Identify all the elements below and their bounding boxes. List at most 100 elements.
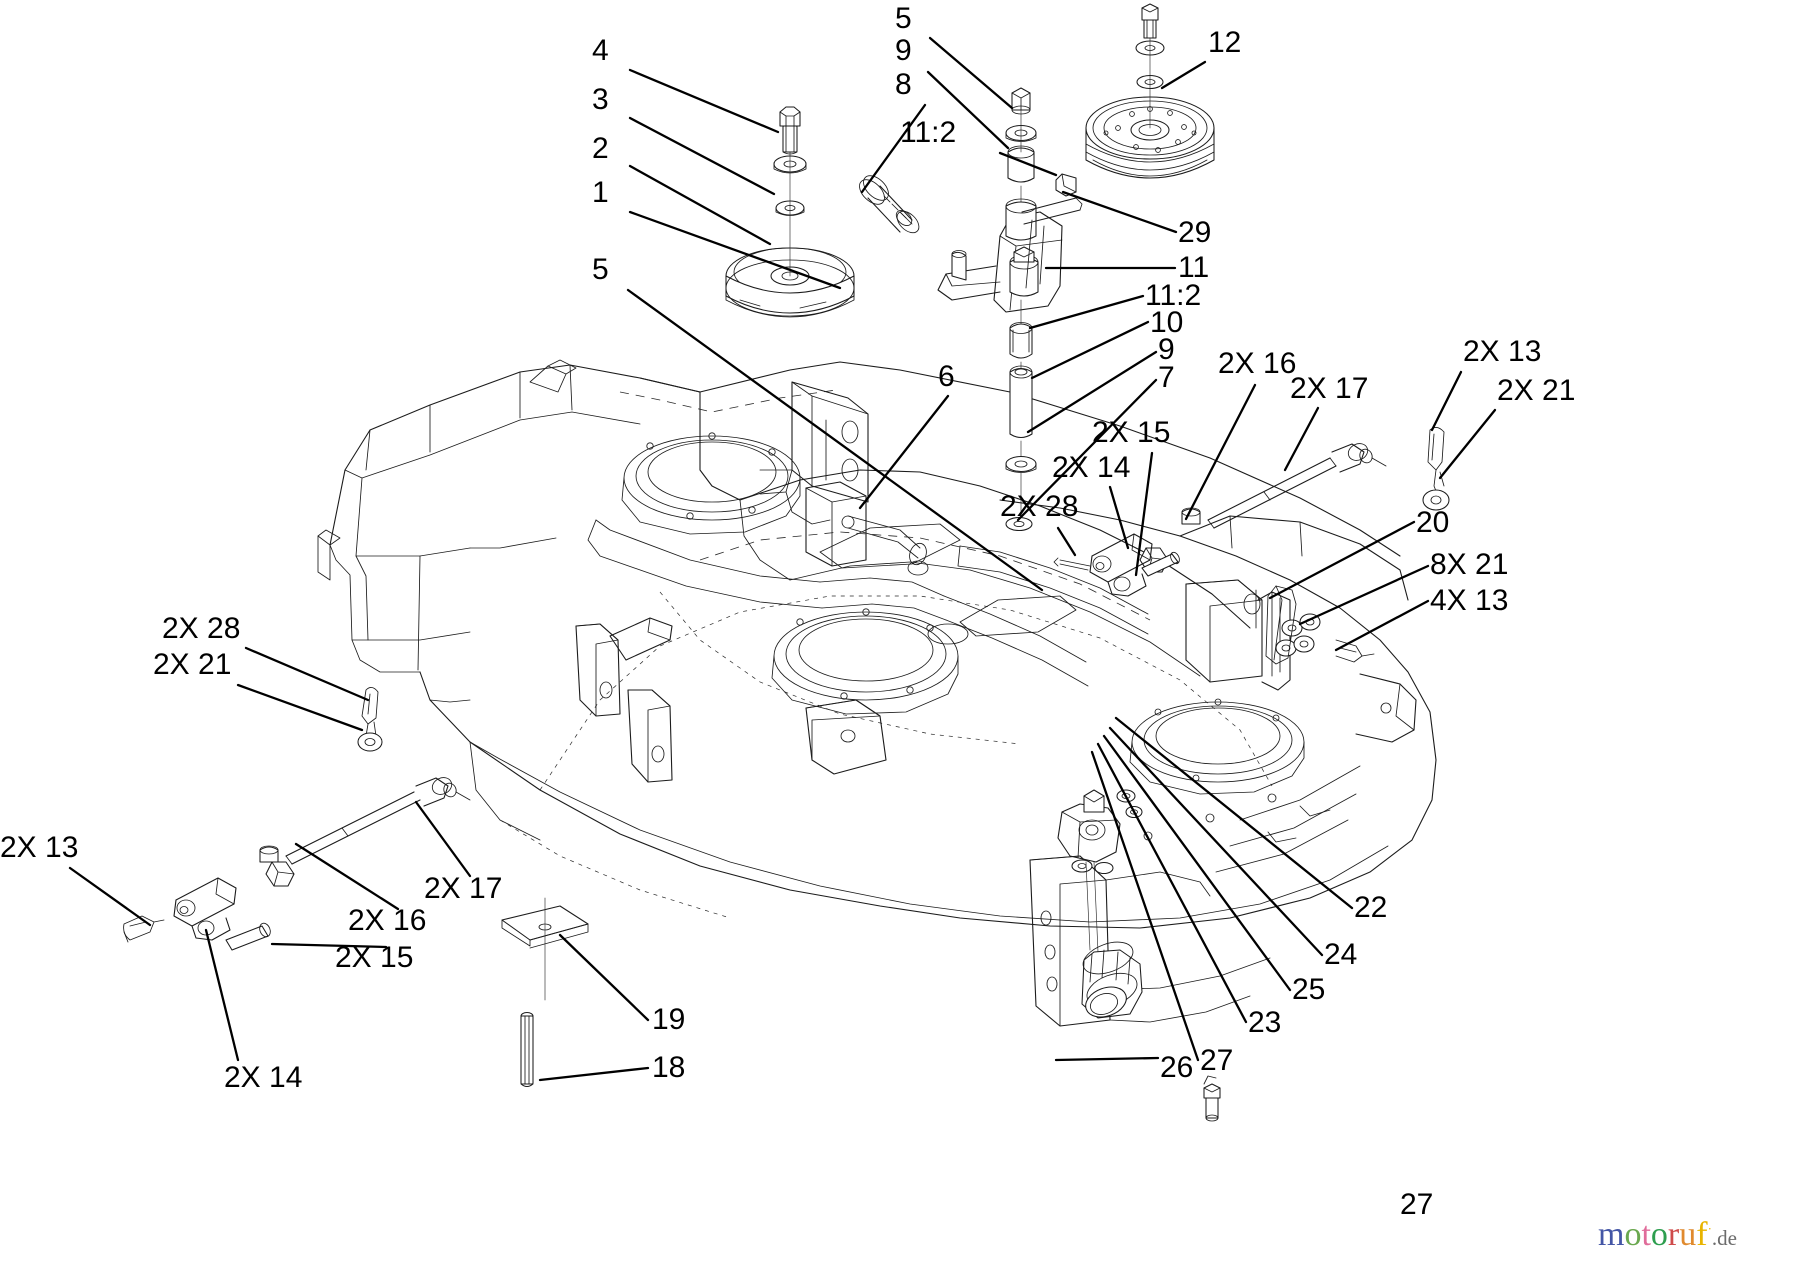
callout-label-2x-13: 2X 13 xyxy=(0,831,79,864)
leader-line-2x-16 xyxy=(294,842,400,911)
leader-line-3 xyxy=(628,116,776,196)
left-adjust-rod-assembly xyxy=(123,777,471,951)
spindle-housing-center xyxy=(771,608,959,715)
leader-line-5 xyxy=(626,288,1044,592)
callout-label-11-2: 11:2 xyxy=(1145,279,1202,312)
left-cotter-and-washer xyxy=(357,687,383,752)
idler-arm-assembly xyxy=(937,173,1083,313)
callout-label-18: 18 xyxy=(652,1051,686,1084)
leader-line-20 xyxy=(1268,520,1416,600)
leader-line-2x-17 xyxy=(1283,406,1320,472)
right-hairpin-and-washer xyxy=(1422,427,1450,511)
watermark-dot: · xyxy=(1707,1220,1712,1236)
watermark-letter-1: o xyxy=(1624,1216,1642,1253)
callout-label-2x-28: 2X 28 xyxy=(162,612,241,645)
callout-label-1: 1 xyxy=(592,176,609,209)
part-19-mounting-plate xyxy=(501,897,589,1001)
part-4-hex-bolt xyxy=(779,106,801,155)
watermark-letter-3: o xyxy=(1650,1216,1668,1253)
spindle-housing-right xyxy=(1129,698,1305,795)
part-12-idler-pulley xyxy=(1085,3,1215,179)
callout-label-2x-17: 2X 17 xyxy=(1290,372,1369,405)
leader-line-6 xyxy=(858,394,950,510)
callout-label-2x-21: 2X 21 xyxy=(1497,374,1576,407)
leader-line-4x-13 xyxy=(1334,599,1430,652)
part-9-flat-washer-lower xyxy=(1005,455,1037,473)
leader-line-2x-28 xyxy=(1056,526,1077,557)
leader-line-27 xyxy=(1090,750,1200,1062)
part-10-spacer-tube xyxy=(1009,365,1033,439)
callout-label-20: 20 xyxy=(1416,506,1450,539)
watermark-letter-4: r xyxy=(1667,1216,1680,1253)
leader-line-22 xyxy=(1114,716,1354,910)
callout-label-2x-14: 2X 14 xyxy=(224,1061,303,1094)
leader-line-2x-13 xyxy=(1430,370,1463,432)
leader-line-2x-17 xyxy=(414,800,472,878)
watermark-tld: .de xyxy=(1711,1226,1737,1250)
leader-line-2x-21 xyxy=(1438,408,1497,480)
leader-line-2x-21 xyxy=(236,683,364,732)
leader-line-2x-14 xyxy=(204,928,240,1062)
leader-line-11-2 xyxy=(1028,294,1145,330)
leader-line-10 xyxy=(1030,320,1150,380)
leader-line-2x-16 xyxy=(1184,383,1257,521)
callout-label-9: 9 xyxy=(1158,333,1175,366)
callout-label-19: 19 xyxy=(652,1003,686,1036)
motoruf-watermark-logo: motoruf·.de xyxy=(1598,1218,1737,1252)
deck-center-bracket xyxy=(759,381,869,525)
callout-label-27: 27 xyxy=(1400,1188,1434,1221)
leader-line-2x-15 xyxy=(270,942,388,949)
leader-line-7 xyxy=(1016,378,1158,522)
right-adjust-rod-assembly xyxy=(1053,443,1387,597)
leader-line-25 xyxy=(1102,734,1292,992)
deck-lift-anchor-bracket xyxy=(1185,579,1291,691)
leader-line-8x-21 xyxy=(1298,564,1430,626)
part-18-carriage-bolt xyxy=(520,1011,534,1087)
callout-label-2x-13: 2X 13 xyxy=(1463,335,1542,368)
callout-label-8: 8 xyxy=(895,68,912,101)
callout-label-23: 23 xyxy=(1248,1006,1282,1039)
deck-hanger-bracket-a xyxy=(575,617,673,717)
leader-line-23 xyxy=(1096,742,1248,1024)
leader-line-26 xyxy=(1054,1056,1160,1062)
callout-label-12: 12 xyxy=(1208,26,1242,59)
callout-label-2x-28: 2X 28 xyxy=(1000,490,1079,523)
leader-line-8 xyxy=(860,103,927,194)
leader-line-24 xyxy=(1108,726,1324,957)
anti-scalp-roller-assembly xyxy=(1057,789,1143,1019)
callout-label-5: 5 xyxy=(592,253,609,286)
spindle-housing-left xyxy=(621,432,801,535)
leader-line-9 xyxy=(1026,350,1158,434)
callout-label-9: 9 xyxy=(895,34,912,67)
idler-arm-bracket xyxy=(805,481,929,576)
leader-line-2x-14 xyxy=(1108,485,1130,550)
leader-line-2x-15 xyxy=(1134,451,1154,577)
leader-line-18 xyxy=(538,1066,650,1082)
callout-label-2x-15: 2X 15 xyxy=(1092,416,1171,449)
callout-label-2x-14: 2X 14 xyxy=(1052,451,1131,484)
leader-line-5 xyxy=(928,36,1014,110)
leader-line-2 xyxy=(628,164,772,246)
watermark-letter-2: t xyxy=(1641,1216,1651,1253)
leader-line-2x-13 xyxy=(68,866,152,927)
callout-label-2x-16: 2X 16 xyxy=(348,904,427,937)
leader-line-12 xyxy=(1160,60,1207,90)
deck-hanger-bracket-b xyxy=(627,689,673,783)
callout-label-7: 7 xyxy=(1158,361,1175,394)
callout-label-10: 10 xyxy=(1150,306,1184,339)
watermark-letter-0: m xyxy=(1598,1216,1625,1253)
callout-label-3: 3 xyxy=(592,83,609,116)
callout-label-26: 26 xyxy=(1160,1051,1194,1084)
callout-label-4x-13: 4X 13 xyxy=(1430,584,1509,617)
callout-label-4: 4 xyxy=(592,34,609,67)
callout-label-24: 24 xyxy=(1324,938,1358,971)
callout-label-2x-17: 2X 17 xyxy=(424,872,503,905)
mower-deck-housing xyxy=(317,359,1437,1027)
callout-label-2: 2 xyxy=(592,132,609,165)
callout-leader-lines xyxy=(68,36,1497,1082)
callout-label-11: 11 xyxy=(1178,251,1210,284)
leader-line-2x-28 xyxy=(244,646,370,702)
leader-line-11-2 xyxy=(998,151,1058,177)
